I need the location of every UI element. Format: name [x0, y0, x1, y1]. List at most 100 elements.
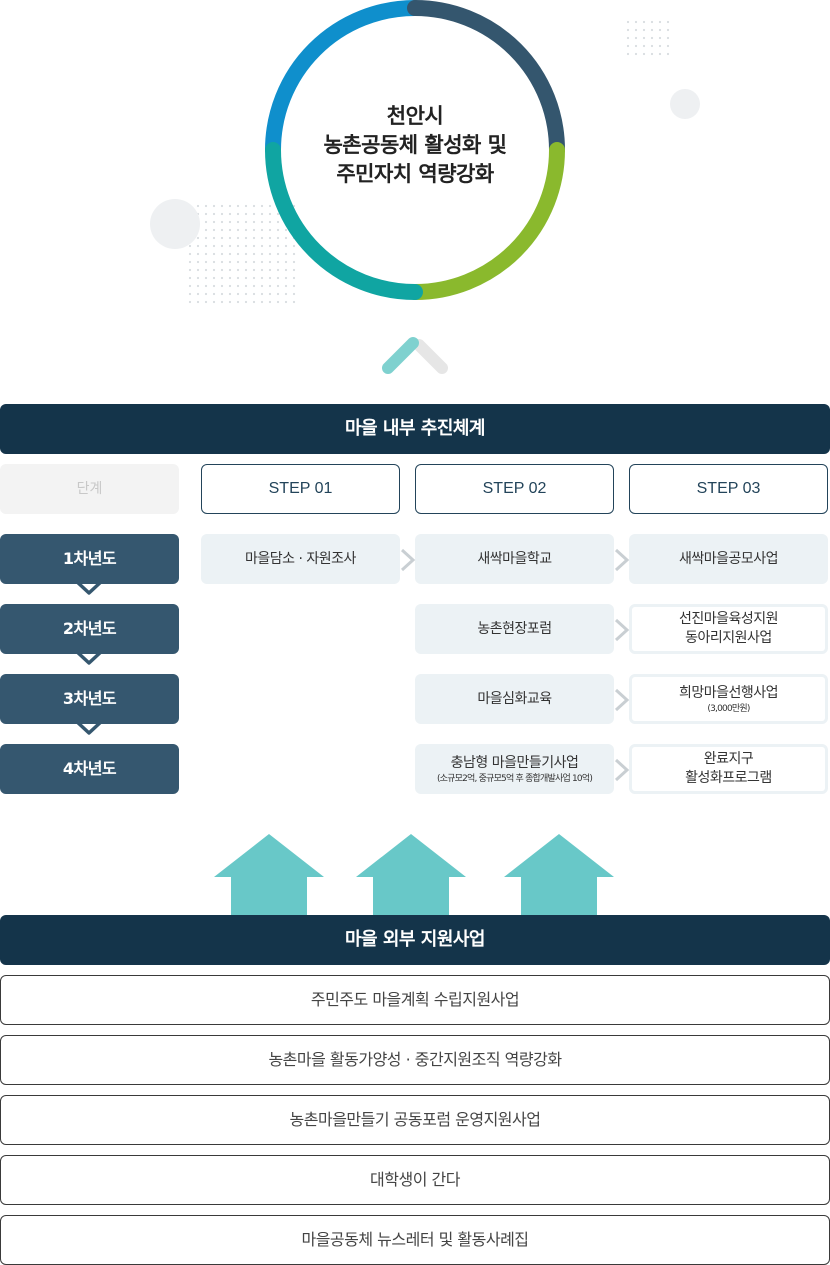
decorative-dot [196, 284, 200, 288]
decorative-dot [666, 20, 670, 24]
external-item: 대학생이 간다 [0, 1155, 830, 1205]
decorative-dot [276, 228, 280, 232]
decorative-dot [244, 236, 248, 240]
decorative-dot [276, 252, 280, 256]
ring-segment-teal [265, 142, 423, 300]
decorative-dot [228, 300, 232, 304]
decorative-dot [658, 20, 662, 24]
decorative-dot [228, 204, 232, 208]
step-03-header: STEP 03 [629, 464, 828, 514]
decorative-dot [284, 260, 288, 264]
decorative-dot [236, 236, 240, 240]
decorative-dot [260, 300, 264, 304]
decorative-dot [268, 212, 272, 216]
decorative-dot [260, 284, 264, 288]
decorative-dot [284, 252, 288, 256]
decorative-dot [204, 236, 208, 240]
decorative-dot [276, 244, 280, 248]
decorative-dot [228, 268, 232, 272]
year-1: 1차년도 [0, 534, 179, 584]
decorative-dot [236, 212, 240, 216]
decorative-dot [196, 276, 200, 280]
decorative-dot [260, 220, 264, 224]
decorative-dot [658, 44, 662, 48]
decorative-dot [236, 284, 240, 288]
decorative-dot [196, 260, 200, 264]
decorative-dot [220, 236, 224, 240]
step-01-header: STEP 01 [201, 464, 400, 514]
decorative-dot [252, 260, 256, 264]
decorative-dot [212, 204, 216, 208]
decorative-dot [212, 284, 216, 288]
ring-center-title: 천안시 농촌공동체 활성화 및 주민자치 역량강화 [290, 102, 540, 189]
decorative-dot [220, 260, 224, 264]
external-item: 마을공동체 뉴스레터 및 활동사례집 [0, 1215, 830, 1265]
decorative-dot [658, 28, 662, 32]
decorative-dot [626, 28, 630, 32]
decorative-dot [212, 220, 216, 224]
decorative-dot [634, 52, 638, 56]
decorative-dot [252, 244, 256, 248]
cell-label: 충남형 마을만들기사업 [450, 754, 579, 771]
decorative-dot [284, 300, 288, 304]
decorative-dots [188, 20, 670, 304]
decorative-dot [284, 284, 288, 288]
decorative-dot [212, 212, 216, 216]
decorative-dot [244, 228, 248, 232]
decorative-dot [292, 284, 296, 288]
chevron-right-icon [614, 548, 630, 572]
decorative-dot [204, 292, 208, 296]
year-2: 2차년도 [0, 604, 179, 654]
decorative-dot [236, 244, 240, 248]
decorative-dot [204, 252, 208, 256]
decorative-dot [244, 244, 248, 248]
decorative-dot [212, 292, 216, 296]
decorative-dot [634, 28, 638, 32]
decorative-dot [244, 300, 248, 304]
decorative-dot [284, 236, 288, 240]
decorative-dot [188, 252, 192, 256]
decorative-dot [666, 28, 670, 32]
decorative-dot [236, 268, 240, 272]
cell-sublabel: (3,000만원) [707, 703, 750, 714]
cell-year4-step2: 충남형 마을만들기사업 (소규모2억, 중규모5억 후 종합개발사업 10억) [415, 744, 614, 794]
chevron-right-icon [614, 618, 630, 642]
decorative-dot [196, 252, 200, 256]
decorative-dot [658, 52, 662, 56]
decorative-dot [236, 220, 240, 224]
decorative-dot [212, 236, 216, 240]
decorative-dot [252, 300, 256, 304]
chevron-down-icon [73, 578, 105, 595]
decorative-dot [292, 292, 296, 296]
decorative-dot [228, 244, 232, 248]
decorative-dot [220, 300, 224, 304]
decorative-dot [268, 268, 272, 272]
decorative-dot [228, 252, 232, 256]
decorative-dot [268, 244, 272, 248]
decorative-dot [276, 260, 280, 264]
cell-label: 완료지구 [703, 751, 754, 767]
cell-year1-step1: 마을담소 · 자원조사 [201, 534, 400, 584]
decorative-dot [212, 300, 216, 304]
decorative-dot [260, 260, 264, 264]
decorative-dot [204, 284, 208, 288]
decorative-dot [188, 284, 192, 288]
decorative-dot [252, 268, 256, 272]
decorative-dot [204, 268, 208, 272]
decorative-dot [204, 300, 208, 304]
decorative-dot [650, 44, 654, 48]
decorative-dot [666, 52, 670, 56]
decorative-dot [196, 204, 200, 208]
cell-year2-step2: 농촌현장포럼 [415, 604, 614, 654]
decorative-dot [236, 276, 240, 280]
decorative-dot [220, 292, 224, 296]
chevron-right-icon [614, 758, 630, 782]
decorative-dot [642, 36, 646, 40]
decorative-dot [252, 204, 256, 208]
decorative-dot [204, 228, 208, 232]
decorative-dot [228, 292, 232, 296]
decorative-dot [188, 260, 192, 264]
decorative-dot [268, 276, 272, 280]
year-4: 4차년도 [0, 744, 179, 794]
decorative-dot [212, 276, 216, 280]
